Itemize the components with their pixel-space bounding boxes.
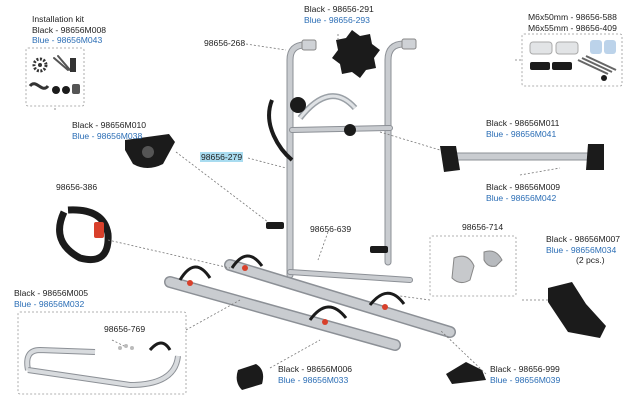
tip-m006-illustration [236, 364, 264, 390]
part-m007-qty: (2 pcs.) [576, 255, 605, 265]
part-m010-black: Black - 98656M010 [72, 120, 147, 130]
part-m011-black: Black - 98656M011 [486, 118, 560, 128]
strap-386-illustration [56, 206, 112, 263]
pad-999-illustration [446, 362, 486, 384]
part-m005-blue: Blue - 98656M032 [14, 298, 85, 309]
bar-m011-illustration [440, 144, 604, 172]
install-kit-title: Installation kit [32, 14, 85, 24]
part-m006-label: Black - 98656M006 Blue - 98656M033 [278, 364, 352, 385]
rack-frame [164, 30, 456, 351]
part-714-label: 98656-714 [462, 222, 504, 232]
part-m007-blue: Blue - 98656M034 [546, 244, 617, 255]
bracket-m010-illustration [125, 134, 175, 168]
part-291-blue: Blue - 98656-293 [304, 14, 370, 25]
part-m009-label: Black - 98656M009 Blue - 98656M042 [486, 182, 560, 203]
part-m007-label: Black - 98656M007 Blue - 98656M034 (2 pc… [546, 234, 620, 266]
install-kit-label: Installation kit Black - 98656M008 Blue … [32, 14, 106, 46]
install-kit-blue: Blue - 98656M043 [32, 35, 103, 45]
part-291-label: Black - 98656-291 Blue - 98656-293 [304, 4, 374, 25]
part-m011-blue: Blue - 98656M041 [486, 128, 557, 139]
wheel-frame-m005-illustration [17, 311, 187, 395]
screw-kit-label: M6x50mm - 98656-588 M6x55mm - 98656-409 [528, 12, 617, 33]
part-279-label: 98656-279 [200, 152, 244, 163]
part-m010-label: Black - 98656M010 Blue - 98656M038 [72, 120, 146, 141]
screw-m6x55: M6x55mm - 98656-409 [528, 22, 617, 33]
part-769-label: 98656-769 [104, 324, 146, 334]
part-m010-blue: Blue - 98656M038 [72, 130, 143, 141]
part-999-blue: Blue - 98656M039 [490, 374, 561, 385]
part-268-label: 98656-268 [204, 38, 246, 48]
part-386-label: 98656-386 [56, 182, 98, 192]
part-m005-label: Black - 98656M005 Blue - 98656M032 [14, 288, 88, 309]
part-m007-black: Black - 98656M007 [546, 234, 621, 244]
part-999-label: Black - 98656-999 Blue - 98656M039 [490, 364, 560, 385]
part-m009-blue: Blue - 98656M042 [486, 192, 557, 203]
part-m009-black: Black - 98656M009 [486, 182, 561, 192]
part-m006-black: Black - 98656M006 [278, 364, 353, 374]
part-999-black: Black - 98656-999 [490, 364, 560, 374]
screw-m6x50: M6x50mm - 98656-588 [528, 12, 617, 22]
part-m006-blue: Blue - 98656M033 [278, 374, 349, 385]
screw-kit-illustration [521, 33, 623, 87]
part-m005-black: Black - 98656M005 [14, 288, 89, 298]
install-kit-black: Black - 98656M008 [32, 24, 107, 35]
end-caps-714-illustration [429, 235, 517, 297]
part-291-black: Black - 98656-291 [304, 4, 374, 14]
part-639-label: 98656-639 [310, 224, 352, 234]
cover-m007-illustration [548, 282, 606, 338]
part-279-highlight: 98656-279 [200, 152, 244, 162]
leader-lines [54, 34, 561, 375]
installation-kit-illustration [25, 47, 85, 107]
part-m011-label: Black - 98656M011 Blue - 98656M041 [486, 118, 559, 139]
